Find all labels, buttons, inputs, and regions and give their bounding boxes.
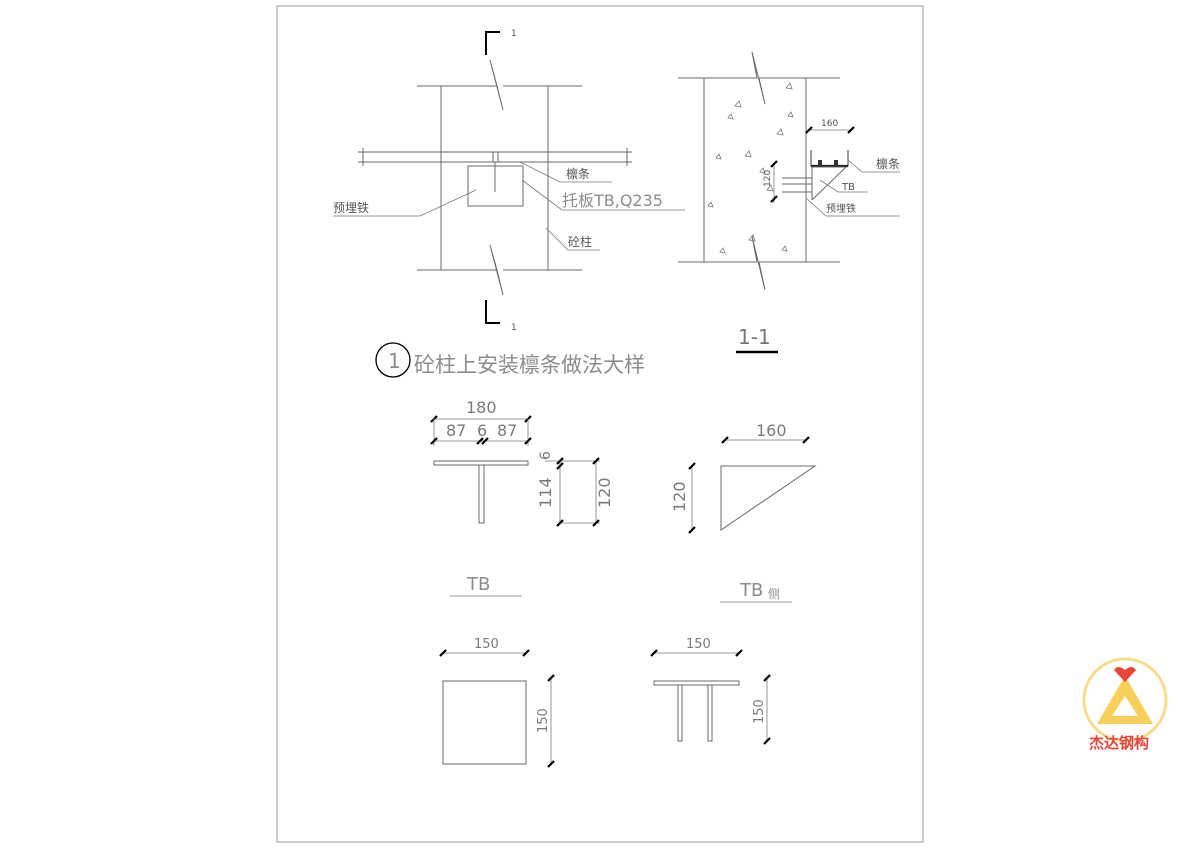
plate-elevation: 150 150 xyxy=(650,637,771,745)
tb-side-dim-width: 160 xyxy=(756,421,787,440)
plate-dim-width: 150 xyxy=(474,637,499,652)
plate-elev-top xyxy=(653,680,740,686)
section-mark-bottom-label: 1 xyxy=(511,323,517,333)
watermark-logo: 杰达钢构 xyxy=(1082,657,1168,752)
plate-dim-height: 150 xyxy=(536,708,551,733)
tb-dim-web: 114 xyxy=(536,477,555,508)
tb-side-title-suffix: 侧 xyxy=(768,587,780,601)
plate-elev-stud-right xyxy=(707,684,713,742)
label-bracket: 托板TB,Q235 xyxy=(562,191,663,210)
section-mark-top-label: 1 xyxy=(511,29,517,39)
section-dim-width: 160 xyxy=(821,119,838,129)
tb-dim-height: 120 xyxy=(595,477,614,508)
tb-side-detail: 160 120 TB 侧 xyxy=(670,421,817,603)
label-purlin: 檩条 xyxy=(566,166,590,181)
tb-side-triangle xyxy=(720,465,817,531)
section-title: 1-1 xyxy=(738,325,771,349)
watermark-text: 杰达钢构 xyxy=(1089,734,1149,752)
section-dim-height: 120 xyxy=(763,170,773,187)
tb-dim-total: 180 xyxy=(466,398,497,417)
logo-ring xyxy=(1082,657,1168,743)
tb-side-title: TB xyxy=(739,580,763,601)
plate-detail: 150 150 xyxy=(439,637,555,768)
concrete-hatch xyxy=(707,82,794,254)
tb-dim-part-right: 87 xyxy=(497,421,517,440)
sheet-frame xyxy=(276,5,924,843)
tb-dim-part-left: 87 xyxy=(446,421,466,440)
tb-dim-part-mid: 6 xyxy=(477,421,487,440)
elevation-view: 1 1 预埋铁 檩条 托板TB,Q235 砼柱 1 砼柱上安装檩 xyxy=(333,29,685,378)
title-circle xyxy=(375,342,411,378)
section-mark-bottom xyxy=(485,300,500,324)
label-column: 砼柱 xyxy=(568,234,592,249)
tb-dim-top: 6 xyxy=(538,451,554,460)
label-embedded-iron: 预埋铁 xyxy=(333,201,369,215)
section-label-purlin: 檩条 xyxy=(876,156,900,171)
section-bracket xyxy=(811,166,847,201)
plate-elev-dim-width: 150 xyxy=(686,637,711,652)
drawing-title: 砼柱上安装檩条做法大样 xyxy=(414,353,645,377)
section-label-embedded: 预埋铁 xyxy=(826,202,856,215)
section-view: 160 120 檩条 TB 预埋铁 1-1 xyxy=(678,51,900,354)
title-number: 1 xyxy=(388,349,401,373)
tb-title: TB xyxy=(466,574,490,595)
heart-icon xyxy=(1114,667,1136,682)
tb-web xyxy=(478,464,485,524)
plate-square xyxy=(442,680,527,765)
tb-side-dim-height: 120 xyxy=(670,481,689,512)
plate-elev-stud-left xyxy=(677,684,683,742)
tb-detail: 180 87 6 87 6 114 120 TB xyxy=(430,398,614,597)
plate-elev-dim-height: 150 xyxy=(752,699,767,724)
section-mark-top xyxy=(485,31,500,55)
section-label-tb: TB xyxy=(841,182,855,193)
